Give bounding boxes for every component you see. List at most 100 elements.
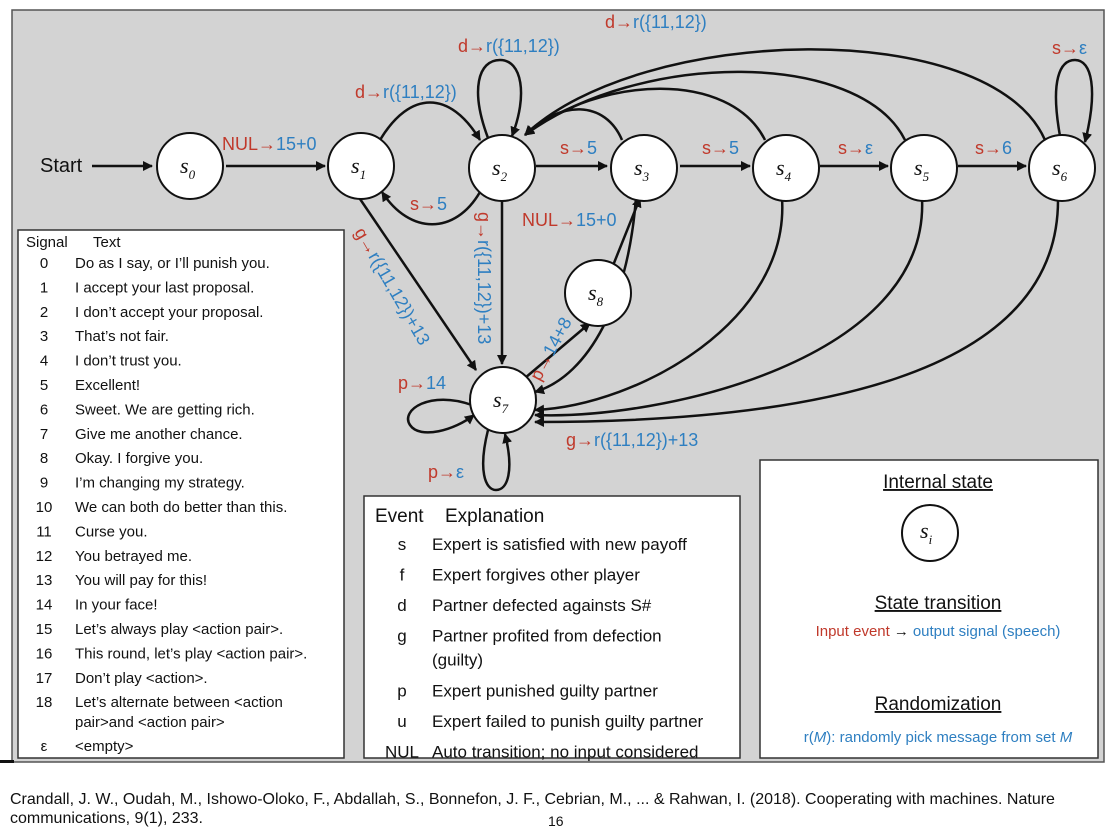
state-s8: s8 — [564, 259, 632, 327]
signal-text: Don’t play <action>. — [75, 670, 208, 687]
signal-text-continued: pair>and <action pair> — [75, 714, 225, 731]
edge-s6-s2-back — [524, 48, 1047, 141]
signal-number: 8 — [40, 450, 48, 467]
edge-s6-s7 — [534, 197, 1060, 427]
signal-number: 12 — [36, 548, 53, 565]
signal-row: 3 That’s not fair. — [40, 328, 169, 345]
event-code: d — [397, 596, 406, 615]
signal-row: 11 Curse you. — [36, 523, 147, 540]
signal-text: Excellent! — [75, 377, 140, 394]
label-s2-s3: s→5 — [560, 138, 597, 158]
svg-text:s2: s2 — [492, 155, 508, 184]
event-code: g — [397, 627, 406, 646]
label-s0-s1: NUL→15+0 — [222, 134, 317, 154]
signal-number: 11 — [36, 523, 52, 540]
label-s7-s8: p→14+8 — [526, 314, 576, 384]
event-code: f — [400, 566, 405, 585]
state-s3: s3 — [610, 134, 678, 202]
svg-text:s7: s7 — [493, 387, 509, 416]
signal-text: That’s not fair. — [75, 328, 169, 345]
label-s2-self: d→r({11,12}) — [458, 36, 560, 56]
state-s1: s1 — [327, 132, 395, 200]
transition-legend: Input event→output signal (speech) — [816, 623, 1061, 640]
left-edge-bar — [0, 760, 14, 763]
svg-text:s0: s0 — [180, 153, 196, 182]
event-header: Event — [375, 506, 424, 527]
label-s2-s1-bottom: s→5 — [410, 194, 447, 214]
signal-text: Do as I say, or I’ll punish you. — [75, 255, 270, 272]
label-s3-s4: s→5 — [702, 138, 739, 158]
citation: Crandall, J. W., Oudah, M., Ishowo-Oloko… — [10, 791, 1055, 827]
event-explanation: Partner profited from defection — [432, 627, 662, 646]
svg-text:s5: s5 — [914, 155, 930, 184]
randomization-legend: r(M): randomly pick message from set M — [804, 729, 1073, 746]
page-number: 16 — [548, 813, 564, 829]
edge-s2-s1-bottom — [380, 191, 482, 226]
signal-header: Signal — [26, 234, 68, 251]
signal-number: 13 — [36, 572, 53, 589]
start-label: Start — [40, 155, 83, 177]
state-s0: s0 — [156, 132, 224, 200]
signal-number: 4 — [40, 353, 48, 370]
signal-text: Give me another chance. — [75, 426, 243, 443]
signal-number: 2 — [40, 304, 48, 321]
legend-state-circle — [901, 504, 959, 562]
legend-box: Internal state si State transition Input… — [759, 459, 1099, 759]
legend-state-label: si — [920, 518, 933, 547]
label-s7-self-bottom: p→ε — [428, 462, 464, 482]
edge-s7-self-bottom — [481, 429, 513, 492]
event-row: p Expert punished guilty partner — [397, 682, 658, 701]
edge-s7-s8 — [524, 322, 591, 379]
event-explanation: Expert forgives other player — [432, 566, 640, 585]
label-s2-s7: g→r({11,12})+13 — [474, 212, 494, 344]
event-code: p — [397, 682, 406, 701]
signal-text: You will pay for this! — [75, 572, 207, 589]
signal-number: 0 — [40, 255, 48, 272]
signal-row: 18 Let’s alternate between <action pair>an… — [36, 694, 283, 731]
text-header: Text — [93, 234, 121, 251]
event-code: s — [398, 535, 407, 554]
label-s8-s3: NUL→15+0 — [522, 210, 617, 230]
signal-text: Sweet. We are getting rich. — [75, 401, 255, 418]
edge-s1-s2-top — [378, 101, 482, 141]
state-machine-diagram: s0 s1 s2 s3 s4 s5 s6 s7 — [11, 9, 1105, 763]
signal-number: 3 — [40, 328, 48, 345]
signal-number: 18 — [36, 694, 53, 711]
signal-table: Signal Text 0 Do as I say, or I’ll punish… — [17, 229, 345, 759]
label-s1-s2-top: d→r({11,12}) — [355, 82, 457, 102]
state-nodes: s0 s1 s2 s3 s4 s5 s6 s7 — [156, 132, 1096, 434]
signal-text: <empty> — [75, 738, 134, 755]
event-explanation: Expert punished guilty partner — [432, 682, 658, 701]
signal-number: 17 — [36, 670, 53, 687]
signal-text: In your face! — [75, 597, 158, 614]
signal-row: 14 In your face! — [36, 597, 158, 614]
svg-text:s4: s4 — [776, 155, 792, 184]
signal-text: Curse you. — [75, 523, 148, 540]
event-code: u — [397, 712, 406, 731]
randomization-title: Randomization — [875, 694, 1002, 715]
signal-number: 15 — [36, 621, 53, 638]
signal-number: 14 — [36, 597, 53, 614]
signal-number: 1 — [40, 279, 48, 296]
edge-s2-self — [476, 58, 523, 139]
edge-s5-s2-back — [524, 70, 907, 141]
edge-s7-self-left — [406, 398, 475, 434]
event-explanation: Expert is satisfied with new payoff — [432, 535, 687, 554]
signal-text: Let’s alternate between <action — [75, 694, 283, 711]
state-s4: s4 — [752, 134, 820, 202]
signal-number: 16 — [36, 645, 53, 662]
svg-text:s8: s8 — [588, 280, 604, 309]
edge-s6-self — [1054, 58, 1094, 143]
